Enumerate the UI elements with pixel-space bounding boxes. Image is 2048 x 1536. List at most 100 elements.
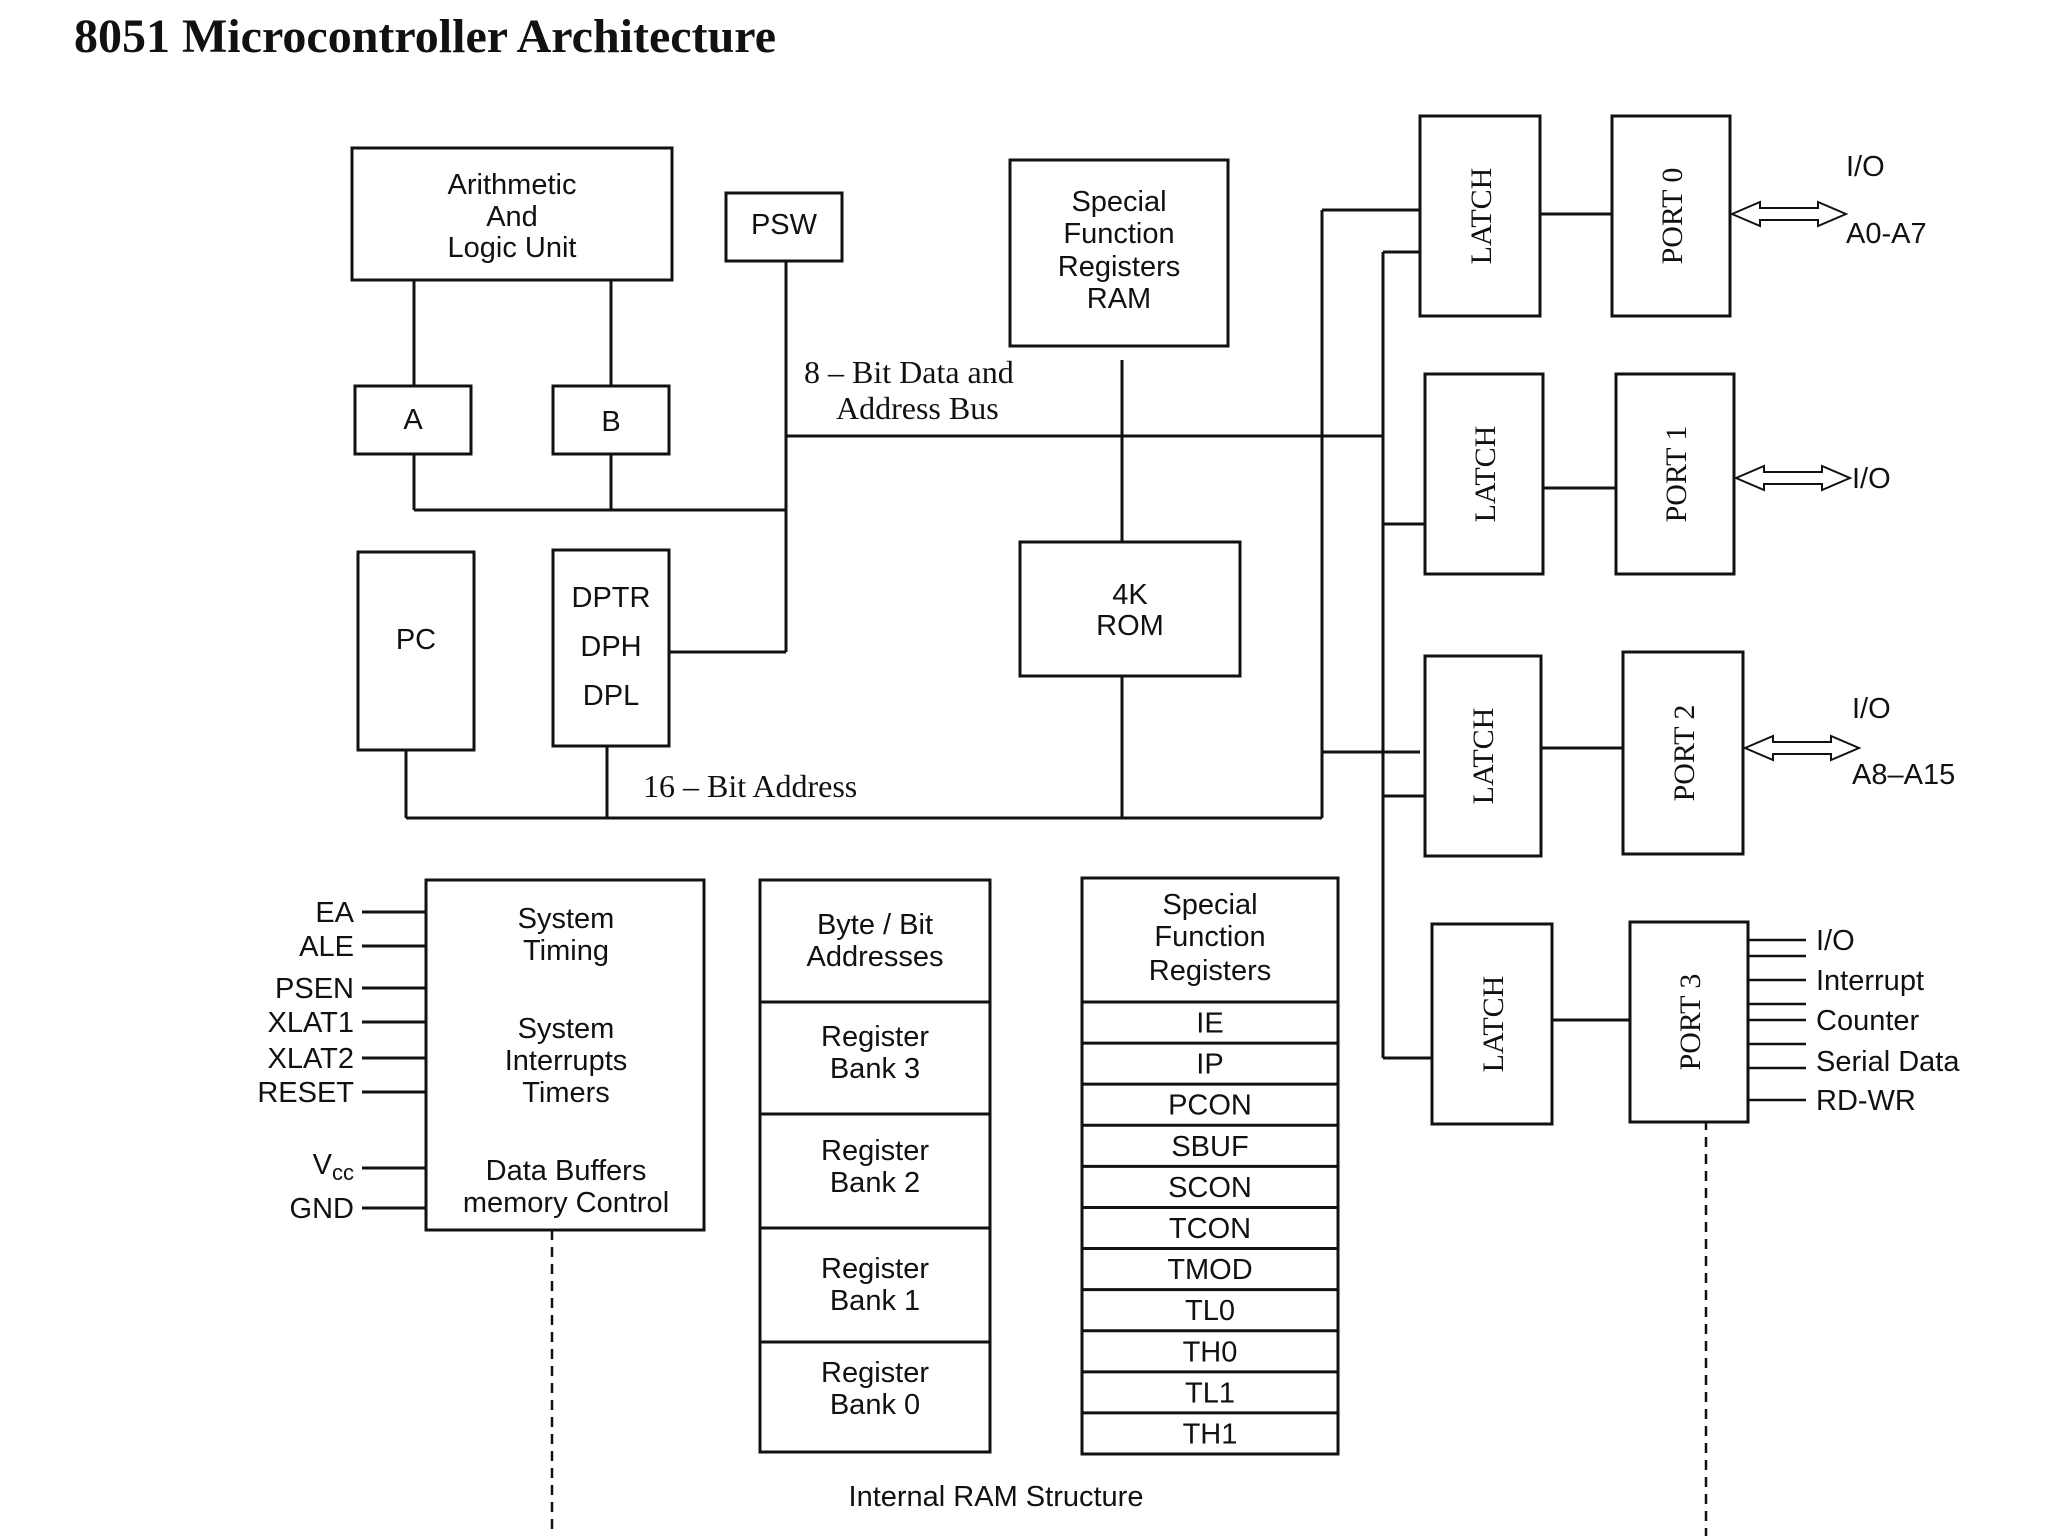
- dptr-label: DPTR: [572, 582, 651, 614]
- port-3-counter-label: Counter: [1816, 1005, 1920, 1037]
- pin-psen-label: PSEN: [275, 973, 354, 1005]
- vcc-main: V: [313, 1149, 333, 1181]
- bank2-line2: Bank 2: [830, 1167, 920, 1199]
- register-b-label: B: [601, 406, 620, 438]
- bank3-line2: Bank 3: [830, 1053, 920, 1085]
- page-title: 8051 Microcontroller Architecture: [74, 10, 776, 63]
- system-timing-line2: Timing: [523, 935, 609, 967]
- port-1-box: [1614, 372, 1736, 576]
- port-1-label: PORT 1: [1660, 426, 1693, 523]
- bank2-line1: Register: [821, 1135, 929, 1167]
- bank1-line2: Bank 1: [830, 1285, 920, 1317]
- sfr-scon-label: SCON: [1168, 1172, 1252, 1204]
- sfr-ram-line4: RAM: [1087, 283, 1151, 315]
- alu-label-line2: And: [486, 201, 538, 233]
- register-a-label: A: [403, 404, 423, 436]
- port-1-double-arrow: [1733, 464, 1853, 492]
- psw-label: PSW: [751, 209, 818, 241]
- bank0-line1: Register: [821, 1357, 929, 1389]
- sfr-tmod-label: TMOD: [1167, 1254, 1252, 1286]
- sfr-rows: [1082, 1041, 1338, 1415]
- sfr-ram-box: [1008, 158, 1230, 348]
- sfr-header-line2: Function: [1154, 921, 1265, 953]
- pc-label: PC: [396, 624, 436, 656]
- sfr-tl0-label: TL0: [1185, 1295, 1235, 1327]
- system-timing-line1: System: [518, 903, 615, 935]
- sfr-ip-label: IP: [1196, 1049, 1223, 1081]
- pin-reset-label: RESET: [257, 1077, 354, 1109]
- pin-xlat1-label: XLAT1: [267, 1007, 354, 1039]
- sfr-header-line1: Special: [1162, 889, 1257, 921]
- sfr-ram-line3: Registers: [1058, 251, 1181, 283]
- data-bus-label-line1: 8 – Bit Data and: [804, 354, 1014, 390]
- port-3-box: [1628, 920, 1750, 1124]
- rom-box: [1018, 540, 1242, 678]
- port-3-label: PORT 3: [1674, 974, 1707, 1071]
- vcc-sub: cc: [332, 1160, 354, 1185]
- bank3-line1: Register: [821, 1021, 929, 1053]
- port-3-rdwr-label: RD-WR: [1816, 1085, 1916, 1117]
- port-2-double-arrow: [1742, 734, 1862, 762]
- byte-bit-line1: Byte / Bit: [817, 909, 933, 941]
- ram-structure-box: [758, 878, 992, 1454]
- pin-xlat2-label: XLAT2: [267, 1043, 354, 1075]
- pin-ea-label: EA: [315, 897, 354, 929]
- internal-ram-label: Internal RAM Structure: [849, 1481, 1144, 1513]
- port-3-io-label: I/O: [1816, 925, 1855, 957]
- port-2-address-label: A8–A15: [1852, 759, 1955, 791]
- alu-box: [350, 146, 674, 282]
- sfr-tl1-label: TL1: [1185, 1377, 1235, 1409]
- memory-control-line: memory Control: [463, 1187, 669, 1219]
- port-0-double-arrow: [1729, 200, 1849, 228]
- latch-1-box: [1423, 372, 1545, 576]
- latch-0-box: [1418, 114, 1542, 318]
- port-2-label: PORT 2: [1668, 705, 1701, 802]
- sfr-th1-label: TH1: [1183, 1418, 1238, 1450]
- latch-1-label: LATCH: [1469, 426, 1502, 523]
- system-block-box: [424, 878, 706, 1232]
- port-0-address-label: A0-A7: [1846, 218, 1927, 250]
- port-1-io-label: I/O: [1852, 463, 1891, 495]
- sfr-header-line3: Registers: [1149, 955, 1272, 987]
- port-0-io-label: I/O: [1846, 151, 1885, 183]
- port-2-io-label: I/O: [1852, 693, 1891, 725]
- sfr-pcon-label: PCON: [1168, 1090, 1252, 1122]
- dptr-box: [551, 548, 671, 748]
- port-3-pins: [1748, 938, 1806, 1102]
- system-interrupts-line2: Interrupts: [505, 1045, 628, 1077]
- port-arrows: [1729, 200, 1862, 762]
- sfr-tcon-label: TCON: [1169, 1213, 1251, 1245]
- address-bus-label: 16 – Bit Address: [643, 768, 857, 804]
- alu-label-line3: Logic Unit: [448, 232, 577, 264]
- latch-3-label: LATCH: [1477, 976, 1510, 1073]
- sfr-ie-label: IE: [1196, 1008, 1223, 1040]
- sfr-ram-line1: Special: [1071, 186, 1166, 218]
- port-3-interrupt-label: Interrupt: [1816, 965, 1924, 997]
- bank1-line1: Register: [821, 1253, 929, 1285]
- port-0-label: PORT 0: [1656, 168, 1689, 265]
- port-3-serial-label: Serial Data: [1816, 1046, 1960, 1078]
- sfr-ram-line2: Function: [1063, 218, 1174, 250]
- alu-label-line1: Arithmetic: [448, 169, 577, 201]
- system-interrupts-line1: System: [518, 1013, 615, 1045]
- port-0-box: [1610, 114, 1732, 318]
- rom-line1: 4K: [1112, 579, 1148, 611]
- dph-label: DPH: [580, 631, 641, 663]
- data-buffers-line: Data Buffers: [486, 1155, 647, 1187]
- sfr-th0-label: TH0: [1183, 1336, 1238, 1368]
- data-bus-label-line2: Address Bus: [836, 390, 999, 426]
- latch-2-label: LATCH: [1467, 708, 1500, 805]
- bank0-line2: Bank 0: [830, 1389, 920, 1421]
- system-timers-line: Timers: [522, 1077, 610, 1109]
- dpl-label: DPL: [583, 680, 639, 712]
- port-2-box: [1621, 650, 1745, 856]
- latch-2-box: [1423, 654, 1543, 858]
- psw-box: [724, 191, 844, 263]
- pin-vcc-label: Vcc: [313, 1149, 354, 1185]
- pc-box: [356, 550, 476, 752]
- rom-line2: ROM: [1096, 610, 1164, 642]
- sfr-sbuf-label: SBUF: [1171, 1131, 1248, 1163]
- pin-gnd-label: GND: [290, 1193, 354, 1225]
